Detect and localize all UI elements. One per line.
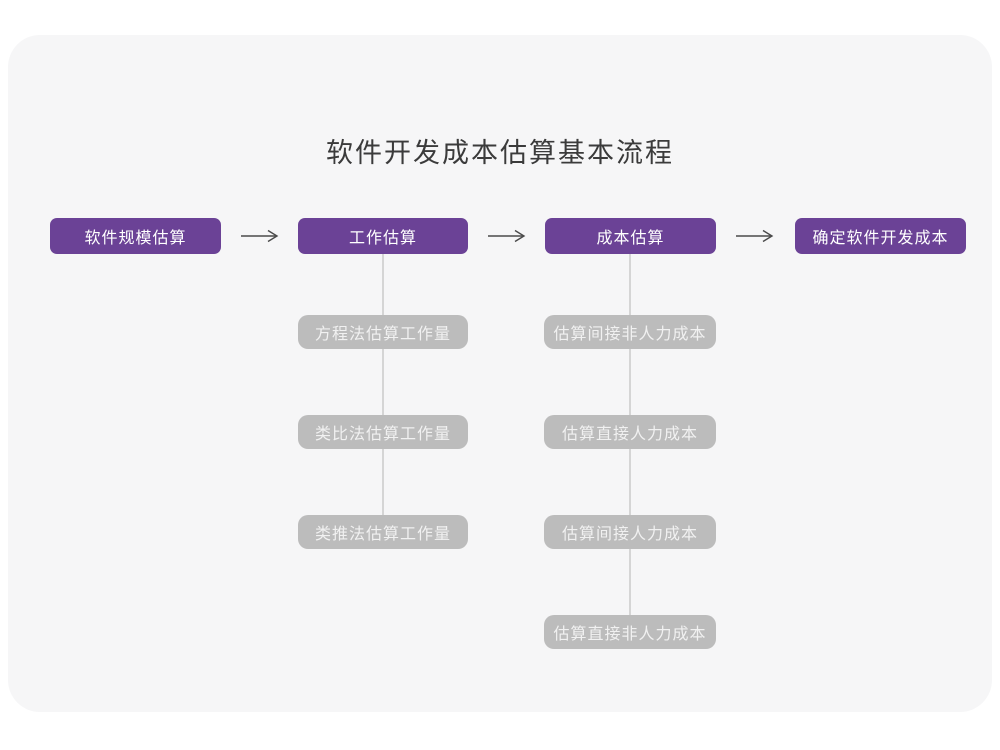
diagram-title: 软件开发成本估算基本流程 [326,138,674,169]
sub-node-label: 类比法估算工作量 [314,424,451,443]
arrow-right-icon [241,229,279,243]
flow-node-label: 成本估算 [596,228,665,247]
sub-node-label: 估算间接人力成本 [561,524,698,543]
sub-node-extrapolation-method: 类推法估算工作量 [298,515,468,549]
sub-node-label: 估算间接非人力成本 [553,324,707,343]
sub-node-direct-non-labor-cost: 估算直接非人力成本 [544,615,716,649]
flow-node-determine-dev-cost: 确定软件开发成本 [795,218,966,254]
sub-node-equation-method: 方程法估算工作量 [298,315,468,349]
flow-node-label: 工作估算 [348,228,417,247]
sub-node-direct-labor-cost: 估算直接人力成本 [544,415,716,449]
flow-node-work-estimation: 工作估算 [298,218,468,254]
sub-node-analogy-method: 类比法估算工作量 [298,415,468,449]
sub-node-label: 类推法估算工作量 [314,524,451,543]
sub-node-indirect-non-labor-cost: 估算间接非人力成本 [544,315,716,349]
work-column-connector-line [382,253,384,533]
sub-node-label: 估算直接人力成本 [561,424,698,443]
sub-node-label: 估算直接非人力成本 [553,624,707,643]
sub-node-indirect-labor-cost: 估算间接人力成本 [544,515,716,549]
flow-node-software-scale-estimation: 软件规模估算 [50,218,221,254]
arrow-right-icon [736,229,774,243]
sub-node-label: 方程法估算工作量 [314,324,451,343]
flow-node-label: 软件规模估算 [84,228,187,247]
arrow-right-icon [488,229,526,243]
flow-node-label: 确定软件开发成本 [812,228,949,247]
flow-node-cost-estimation: 成本估算 [545,218,716,254]
diagram-card: 软件开发成本估算基本流程 软件规模估算 工作估算 成本估算 确定软件开发成本 方… [8,35,992,712]
